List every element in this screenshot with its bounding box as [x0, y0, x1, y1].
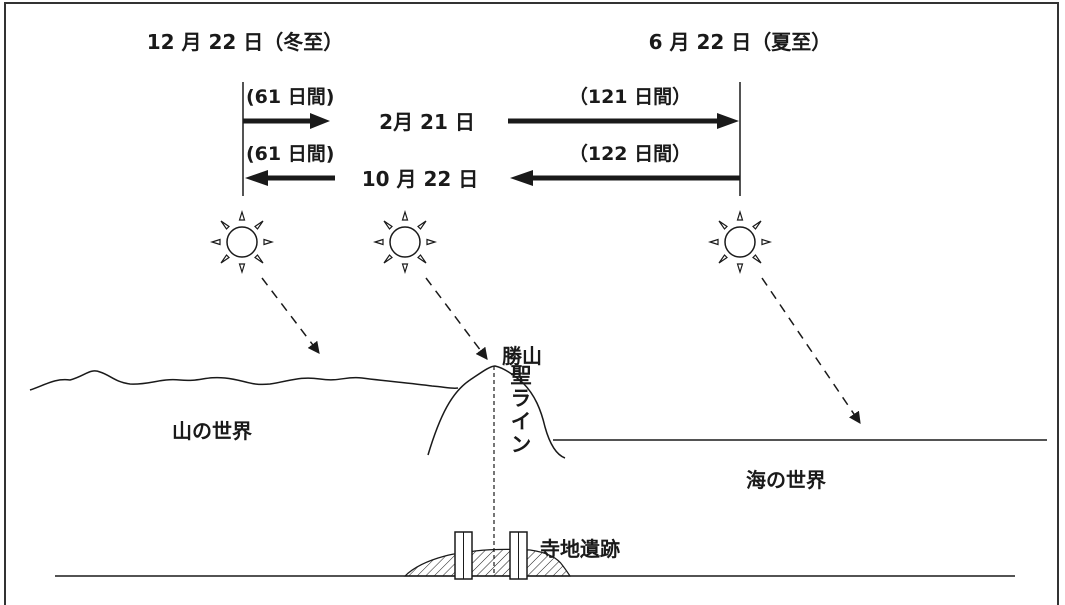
arrow-icon [243, 113, 330, 129]
ruins-pillar [454, 531, 473, 580]
sea-world-label: 海の世界 [746, 468, 826, 492]
winter-solstice-label: 12 月 22 日（冬至） [147, 30, 344, 54]
feb21-label: 2月 21 日 [379, 110, 475, 134]
interval-winter-to-feb: (61 日間) [246, 86, 334, 108]
interval-oct-to-winter: (61 日間) [246, 143, 334, 165]
ruins-mound [403, 548, 572, 577]
arrow-icon [508, 113, 739, 129]
diagram-frame [4, 2, 1059, 605]
mountain-range-outline [29, 370, 459, 391]
oct22-label: 10 月 22 日 [362, 167, 479, 191]
summer-solstice-label: 6 月 22 日（夏至） [649, 30, 832, 54]
interval-feb-to-summer: （121 日間） [569, 85, 691, 108]
katsuyama-label: 勝山 [502, 344, 542, 368]
temple-ruins-label: 寺地遺跡 [540, 537, 620, 561]
winter-sun-ray [261, 277, 320, 354]
interval-summer-to-oct: （122 日間） [569, 142, 691, 165]
sun-icon [211, 211, 273, 273]
arrow-icon [510, 170, 740, 186]
mountain-world-label: 山の世界 [172, 419, 252, 443]
sacred-line-label: 聖ライン [508, 364, 532, 456]
arrow-icon [245, 170, 335, 186]
sun-icon [709, 211, 771, 273]
summer-sun-ray [761, 277, 861, 424]
sun-icon [374, 211, 436, 273]
ruins-pillar [509, 531, 528, 580]
equinox-sun-ray [425, 277, 488, 360]
katsuyama-mountain [427, 365, 566, 459]
